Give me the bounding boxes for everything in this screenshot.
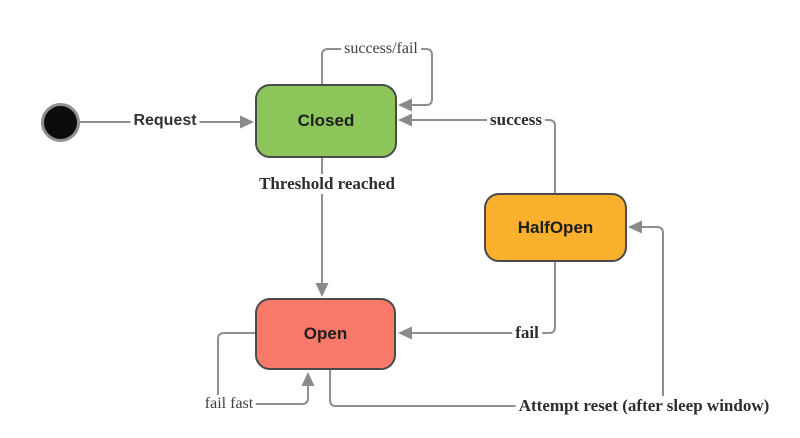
- edge-label-attempt-reset: Attempt reset (after sleep window): [515, 396, 773, 416]
- edge-label-request: Request: [130, 112, 200, 130]
- state-node-halfopen: HalfOpen: [484, 193, 627, 262]
- edge-request-arrowhead: [240, 115, 254, 129]
- edge-label-success: success: [487, 110, 545, 130]
- edge-closed-self-line: [321, 48, 433, 106]
- edge-fail-fast-arrowhead: [301, 372, 315, 386]
- edge-label-threshold-reached: Threshold reached: [256, 174, 398, 194]
- state-label-closed: Closed: [297, 111, 355, 130]
- edge-label-success-fail: success/fail: [341, 40, 421, 58]
- edge-label-fail: fail: [512, 323, 542, 343]
- edge-label-fail-fast: fail fast: [201, 395, 257, 413]
- edge-success-arrowhead: [398, 113, 412, 127]
- edge-fail-line: [411, 262, 556, 334]
- edge-attempt-reset-arrowhead: [628, 220, 642, 234]
- state-node-closed: Closed: [255, 84, 397, 158]
- initial-state-node: [41, 103, 80, 142]
- edge-fail-arrowhead: [398, 326, 412, 340]
- state-label-open: Open: [303, 324, 348, 343]
- state-label-halfopen: HalfOpen: [517, 217, 594, 237]
- edge-success-line: [411, 119, 556, 193]
- edge-threshold-arrowhead: [315, 283, 329, 297]
- edge-closed-self-arrowhead: [398, 98, 412, 112]
- state-node-open: Open: [255, 298, 396, 370]
